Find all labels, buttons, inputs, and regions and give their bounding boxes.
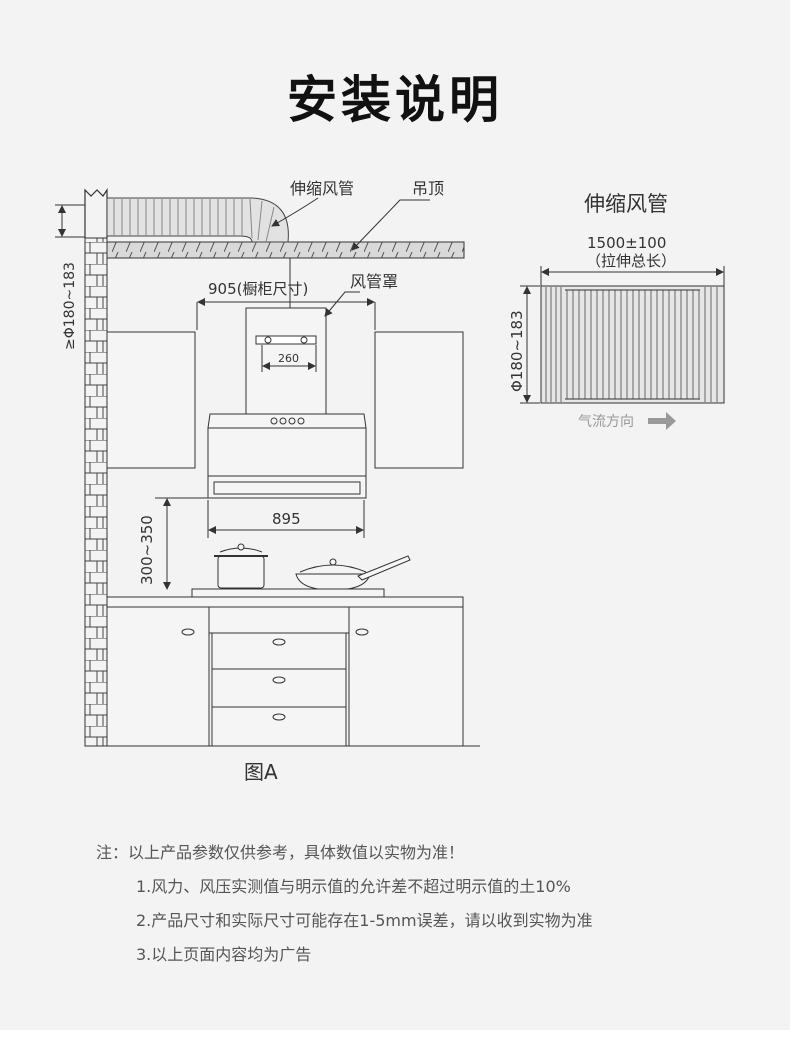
airflow-label: 气流方向 xyxy=(578,414,634,430)
bottom-strip xyxy=(0,1030,790,1043)
cabinet-width-label: 905(橱柜尺寸) xyxy=(208,280,308,298)
stove-top xyxy=(191,588,385,598)
page-title: 安装说明 xyxy=(287,71,503,129)
height-range-label: 300~350 xyxy=(138,515,156,585)
cover-label: 风管罩 xyxy=(350,272,398,291)
figure-b-length-note: （拉伸总长） xyxy=(586,252,676,270)
cooking-pot xyxy=(214,543,268,589)
figure-b-length: 1500±100 xyxy=(587,234,666,252)
hood-width-label: 895 xyxy=(272,510,301,528)
notes-heading: 注：以上产品参数仅供参考，具体数值以实物为准！ xyxy=(96,843,465,862)
figure-a-diagram: ≥Φ180~183 伸缩风管 吊顶 风管罩 905(橱柜尺寸) 260 895 … xyxy=(55,179,725,784)
duct-label: 伸缩风管 xyxy=(290,179,354,198)
base-cabinets xyxy=(106,606,464,747)
duct-cover xyxy=(245,307,327,415)
figure-b-title: 伸缩风管 xyxy=(584,192,668,216)
bracket-width-label: 260 xyxy=(278,352,299,365)
notes-section: 注：以上产品参数仅供参考，具体数值以实物为准！ 1.风力、风压实测值与明示值的允… xyxy=(96,836,593,972)
brick-wall xyxy=(84,237,108,747)
duct-diameter-label: ≥Φ180~183 xyxy=(62,262,78,350)
note-item: 3.以上页面内容均为广告 xyxy=(136,945,312,964)
countertop xyxy=(106,596,464,608)
ceiling-label: 吊顶 xyxy=(412,179,444,198)
note-item: 2.产品尺寸和实际尺寸可能存在1-5mm误差，请以收到实物为准 xyxy=(136,911,593,930)
upper-cabinet-right xyxy=(374,331,464,469)
figure-b-diameter: Φ180~183 xyxy=(508,310,526,392)
airflow-arrow-icon xyxy=(648,412,676,430)
figure-a-caption: 图A xyxy=(244,760,278,784)
flex-duct-b xyxy=(540,285,725,404)
range-hood xyxy=(207,413,367,499)
wok-pan xyxy=(295,555,411,591)
upper-cabinet-left xyxy=(106,331,196,469)
flex-duct-shape xyxy=(106,197,289,243)
wall-top-zigzag xyxy=(84,188,108,238)
ceiling-panel xyxy=(106,241,465,259)
note-item: 1.风力、风压实测值与明示值的允许差不超过明示值的土10% xyxy=(136,877,571,896)
